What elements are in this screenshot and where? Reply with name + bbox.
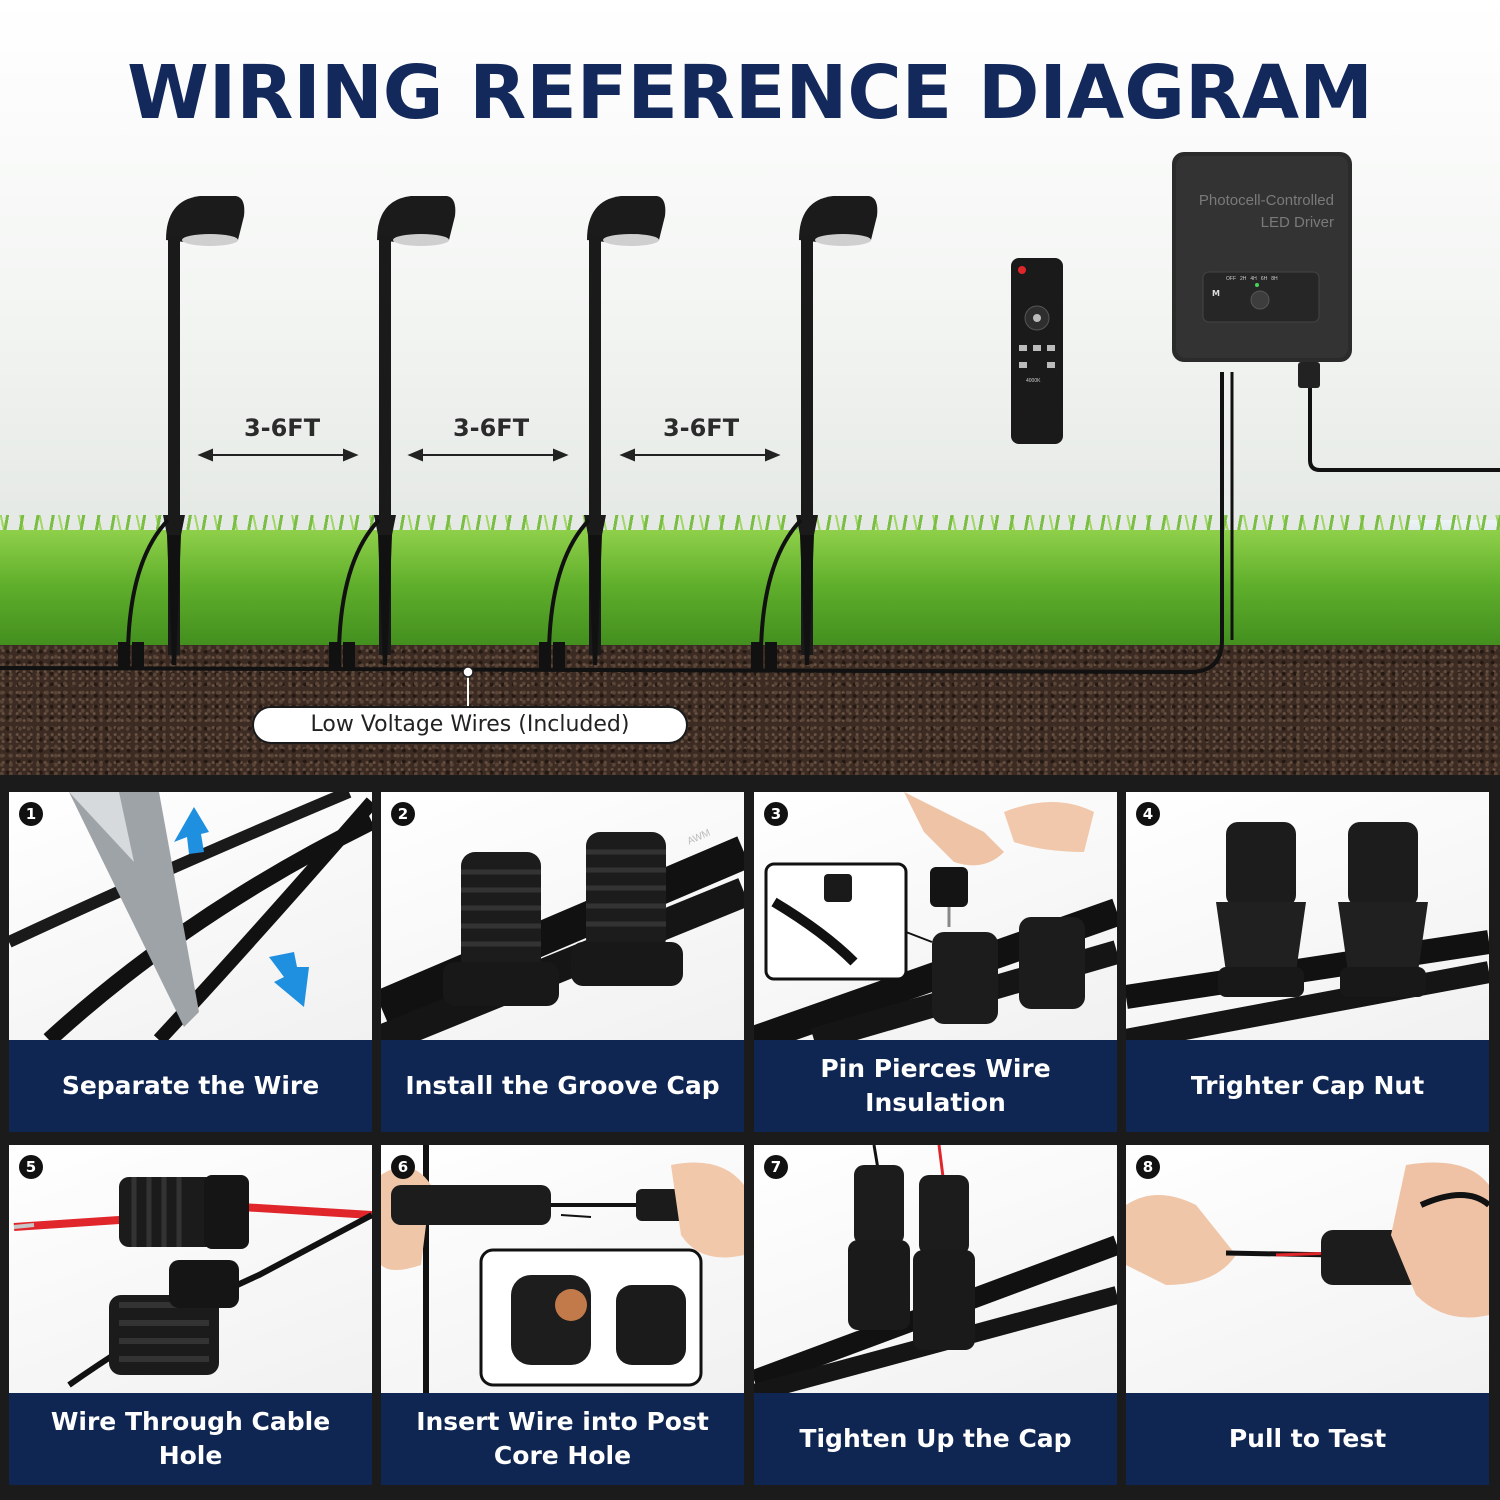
step-number-7: 7 (764, 1155, 788, 1179)
fingers-icon (904, 792, 1004, 866)
remote-color-temp-label: 4000K (1026, 378, 1041, 384)
driver-timer-options: OFF 2H 4H 6H 8H (1226, 276, 1278, 282)
step-caption-7: Tighten Up the Cap (754, 1393, 1117, 1485)
step-number-4: 4 (1136, 802, 1160, 826)
step-caption-8: Pull to Test (1126, 1393, 1489, 1485)
page-title: WIRING REFERENCE DIAGRAM (127, 50, 1373, 136)
step-caption-4: Trighter Cap Nut (1126, 1040, 1489, 1132)
step-card-8: 8 Pull to Test (1126, 1145, 1489, 1485)
spacing-label-1: 3-6FT (243, 414, 321, 442)
step-caption-1: Separate the Wire (9, 1040, 372, 1132)
step-photo-5 (9, 1145, 372, 1393)
step-card-2: AWM 2 Install the Groove Cap (381, 792, 744, 1132)
step-card-5: 5 Wire Through Cable Hole (9, 1145, 372, 1485)
step-number-8: 8 (1136, 1155, 1160, 1179)
fingers-icon (1126, 1195, 1236, 1285)
power-cord (1308, 372, 1500, 472)
step-number-3: 3 (764, 802, 788, 826)
step-photo-4 (1126, 792, 1489, 1040)
remote-control (1011, 258, 1063, 444)
step-caption-6: Insert Wire into Post Core Hole (381, 1393, 744, 1485)
power-button-icon (1018, 266, 1026, 274)
path-light-1 (118, 196, 245, 670)
step-number-6: 6 (391, 1155, 415, 1179)
path-light-3 (539, 196, 666, 670)
step-number-5: 5 (19, 1155, 43, 1179)
spacing-arrows (197, 448, 781, 462)
connector-icon (391, 1185, 551, 1225)
path-light-4 (751, 196, 878, 670)
sealed-connector-icon (848, 1165, 910, 1330)
step-photo-1 (9, 792, 372, 1040)
arrow-down-icon (269, 952, 309, 1007)
spacing-label-2: 3-6FT (452, 414, 530, 442)
cap-nut-icon (1216, 822, 1306, 997)
step-number-2: 2 (391, 802, 415, 826)
step-photo-6 (381, 1145, 744, 1393)
groove-cap-icon (443, 852, 559, 1006)
driver-dial-icon (1250, 290, 1270, 310)
hero-illustration: WIRING REFERENCE DIAGRAM (0, 0, 1500, 775)
step-card-6: 6 Insert Wire into Post Core Hole (381, 1145, 744, 1485)
cap-nut-icon-2 (1338, 822, 1428, 997)
soil-strip (0, 645, 1500, 775)
cable-gland-icon (119, 1175, 249, 1249)
step-photo-2: AWM (381, 792, 744, 1040)
groove-cap-icon-2 (571, 832, 683, 986)
step-caption-3: Pin Pierces Wire Insulation (754, 1040, 1117, 1132)
step-photo-8 (1126, 1145, 1489, 1393)
main-cable (0, 372, 1224, 675)
step-number-1: 1 (19, 802, 43, 826)
step-caption-2: Install the Groove Cap (381, 1040, 744, 1132)
wire-label-pill: Low Voltage Wires (Included) (252, 706, 688, 744)
path-light-2 (329, 196, 456, 670)
steps-grid: 1 Separate the Wire AWM 2 In (0, 775, 1500, 1500)
driver-label-line1: Photocell-Controlled (1198, 192, 1334, 209)
led-driver-box (1172, 152, 1352, 362)
step-card-7: 7 Tighten Up the Cap (754, 1145, 1117, 1485)
sealed-connector-icon-2 (913, 1175, 975, 1350)
grass-strip (0, 530, 1500, 655)
step-card-1: 1 Separate the Wire (9, 792, 372, 1132)
utility-knife-icon (69, 792, 199, 1027)
spacing-label-3: 3-6FT (662, 414, 740, 442)
step-card-4: 4 Trighter Cap Nut (1126, 792, 1489, 1132)
step-caption-5: Wire Through Cable Hole (9, 1393, 372, 1485)
lighting-scene (0, 152, 1500, 706)
driver-label-line2: LED Driver (1260, 214, 1334, 231)
cable-gland-icon-2 (109, 1260, 239, 1375)
step-card-3: 3 Pin Pierces Wire Insulation (754, 792, 1117, 1132)
step-photo-7 (754, 1145, 1117, 1393)
inset-zoom-box (764, 862, 908, 981)
step-photo-3 (754, 792, 1117, 1040)
driver-mode-button: M (1212, 289, 1220, 298)
driver-label: Photocell-Controlled LED Driver (1182, 190, 1334, 234)
arrow-up-icon (174, 807, 209, 854)
